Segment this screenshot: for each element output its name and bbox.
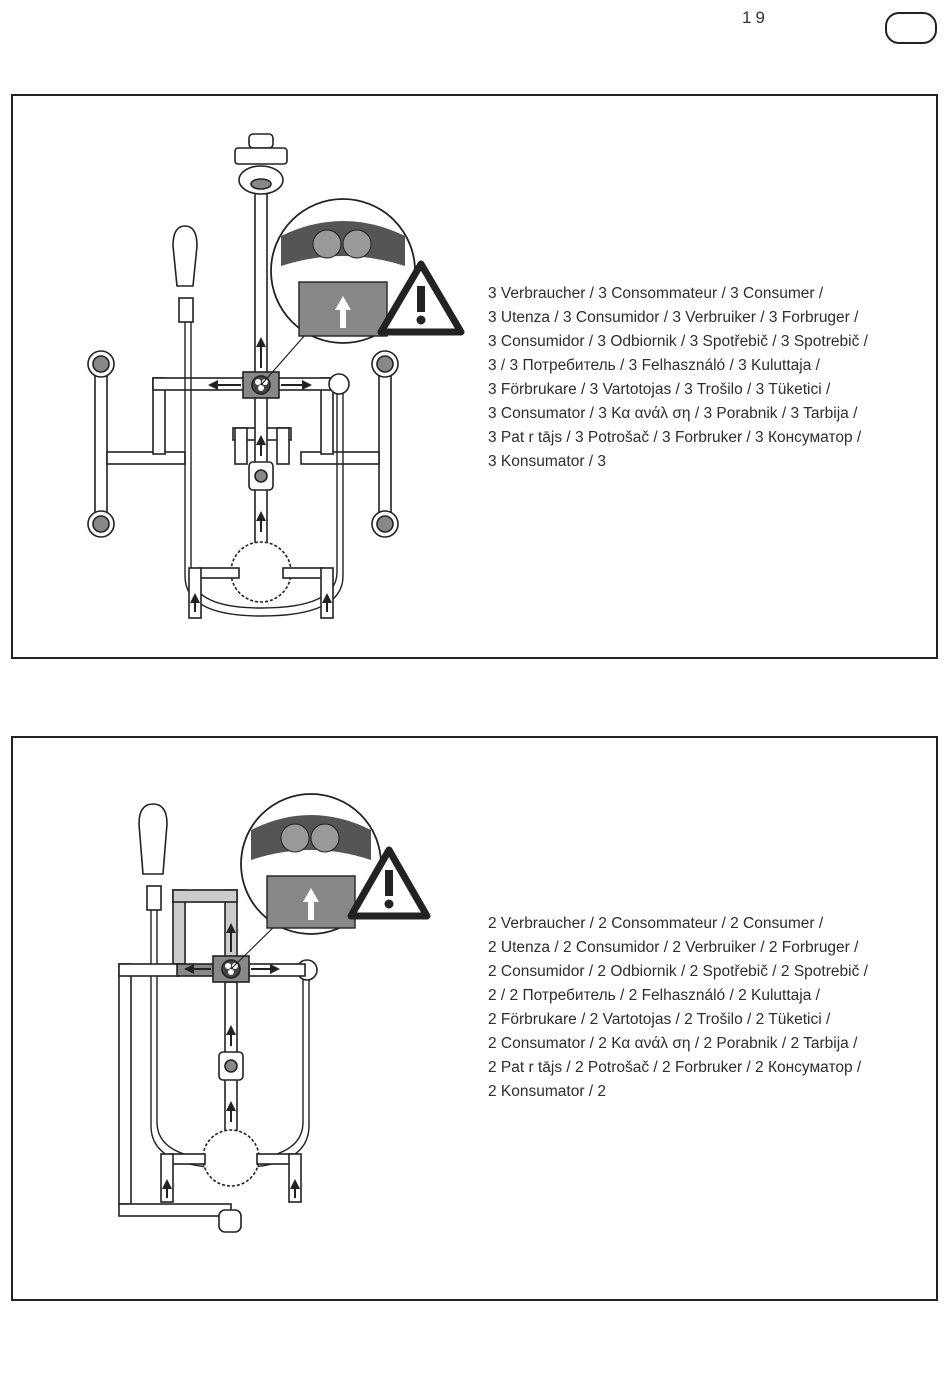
consumer-label-line: 3 Consumator / 3 Κα ανάλ ση / 3 Porabnik…	[488, 405, 858, 422]
zoom-callout	[240, 793, 382, 935]
consumer-label-line: 2 Consumator / 2 Κα ανάλ ση / 2 Porabnik…	[488, 1035, 858, 1052]
consumer-label-line: 2 Utenza / 2 Consumidor / 2 Verbruiker /…	[488, 939, 859, 956]
page-tab	[885, 12, 937, 44]
consumer-label-line: 3 Konsumator / 3	[488, 453, 607, 470]
consumer-label-line: 3 Utenza / 3 Consumidor / 3 Verbruiker /…	[488, 309, 859, 326]
consumer-label-line: 3 Consumidor / 3 Odbiornik / 3 Spotřebič…	[488, 333, 868, 350]
zoom-callout	[270, 198, 416, 344]
flow-arrow-icon	[162, 923, 300, 1198]
warning-triangle-icon	[377, 260, 465, 336]
consumer-label-list: 2 Verbraucher / 2 Consommateur / 2 Consu…	[488, 912, 868, 1104]
consumer-label-line: 3 Förbrukare / 3 Vartotojas / 3 Trošilo …	[488, 381, 831, 398]
warning-triangle-icon	[347, 846, 431, 920]
consumer-label-list: 3 Verbraucher / 3 Consommateur / 3 Consu…	[488, 282, 868, 474]
consumer-label-line: 2 Consumidor / 2 Odbiornik / 2 Spotřebič…	[488, 963, 868, 980]
consumer-label-line: 3 Verbraucher / 3 Consommateur / 3 Consu…	[488, 285, 824, 302]
consumer-label-line: 3 / 3 Потребитель / 3 Felhasználó / 3 Ku…	[488, 357, 820, 374]
plumbing-diagram-2-consumers	[118, 793, 431, 1233]
flow-arrow-icon	[190, 337, 332, 612]
consumer-label-line: 2 / 2 Потребитель / 2 Felhasználó / 2 Ku…	[488, 987, 820, 1004]
consumer-label-line: 2 Konsumator / 2	[488, 1083, 607, 1100]
consumer-label-line: 2 Pat r tājs / 2 Potrošač / 2 Forbruker …	[488, 1059, 862, 1076]
diagram-panel-2-consumers: 2 Verbraucher / 2 Consommateur / 2 Consu…	[11, 736, 938, 1301]
plumbing-diagram-3-consumers	[87, 133, 465, 619]
diagram-panel-3-consumers: 3 Verbraucher / 3 Consommateur / 3 Consu…	[11, 94, 938, 659]
consumer-label-line: 2 Verbraucher / 2 Consommateur / 2 Consu…	[488, 915, 824, 932]
page-number: 19	[742, 8, 769, 27]
shower-head-icon	[234, 133, 288, 195]
consumer-label-line: 2 Förbrukare / 2 Vartotojas / 2 Trošilo …	[488, 1011, 831, 1028]
consumer-label-line: 3 Pat r tājs / 3 Potrošač / 3 Forbruker …	[488, 429, 862, 446]
body-jet-icon	[218, 1209, 242, 1233]
body-jet-icon	[87, 350, 399, 538]
